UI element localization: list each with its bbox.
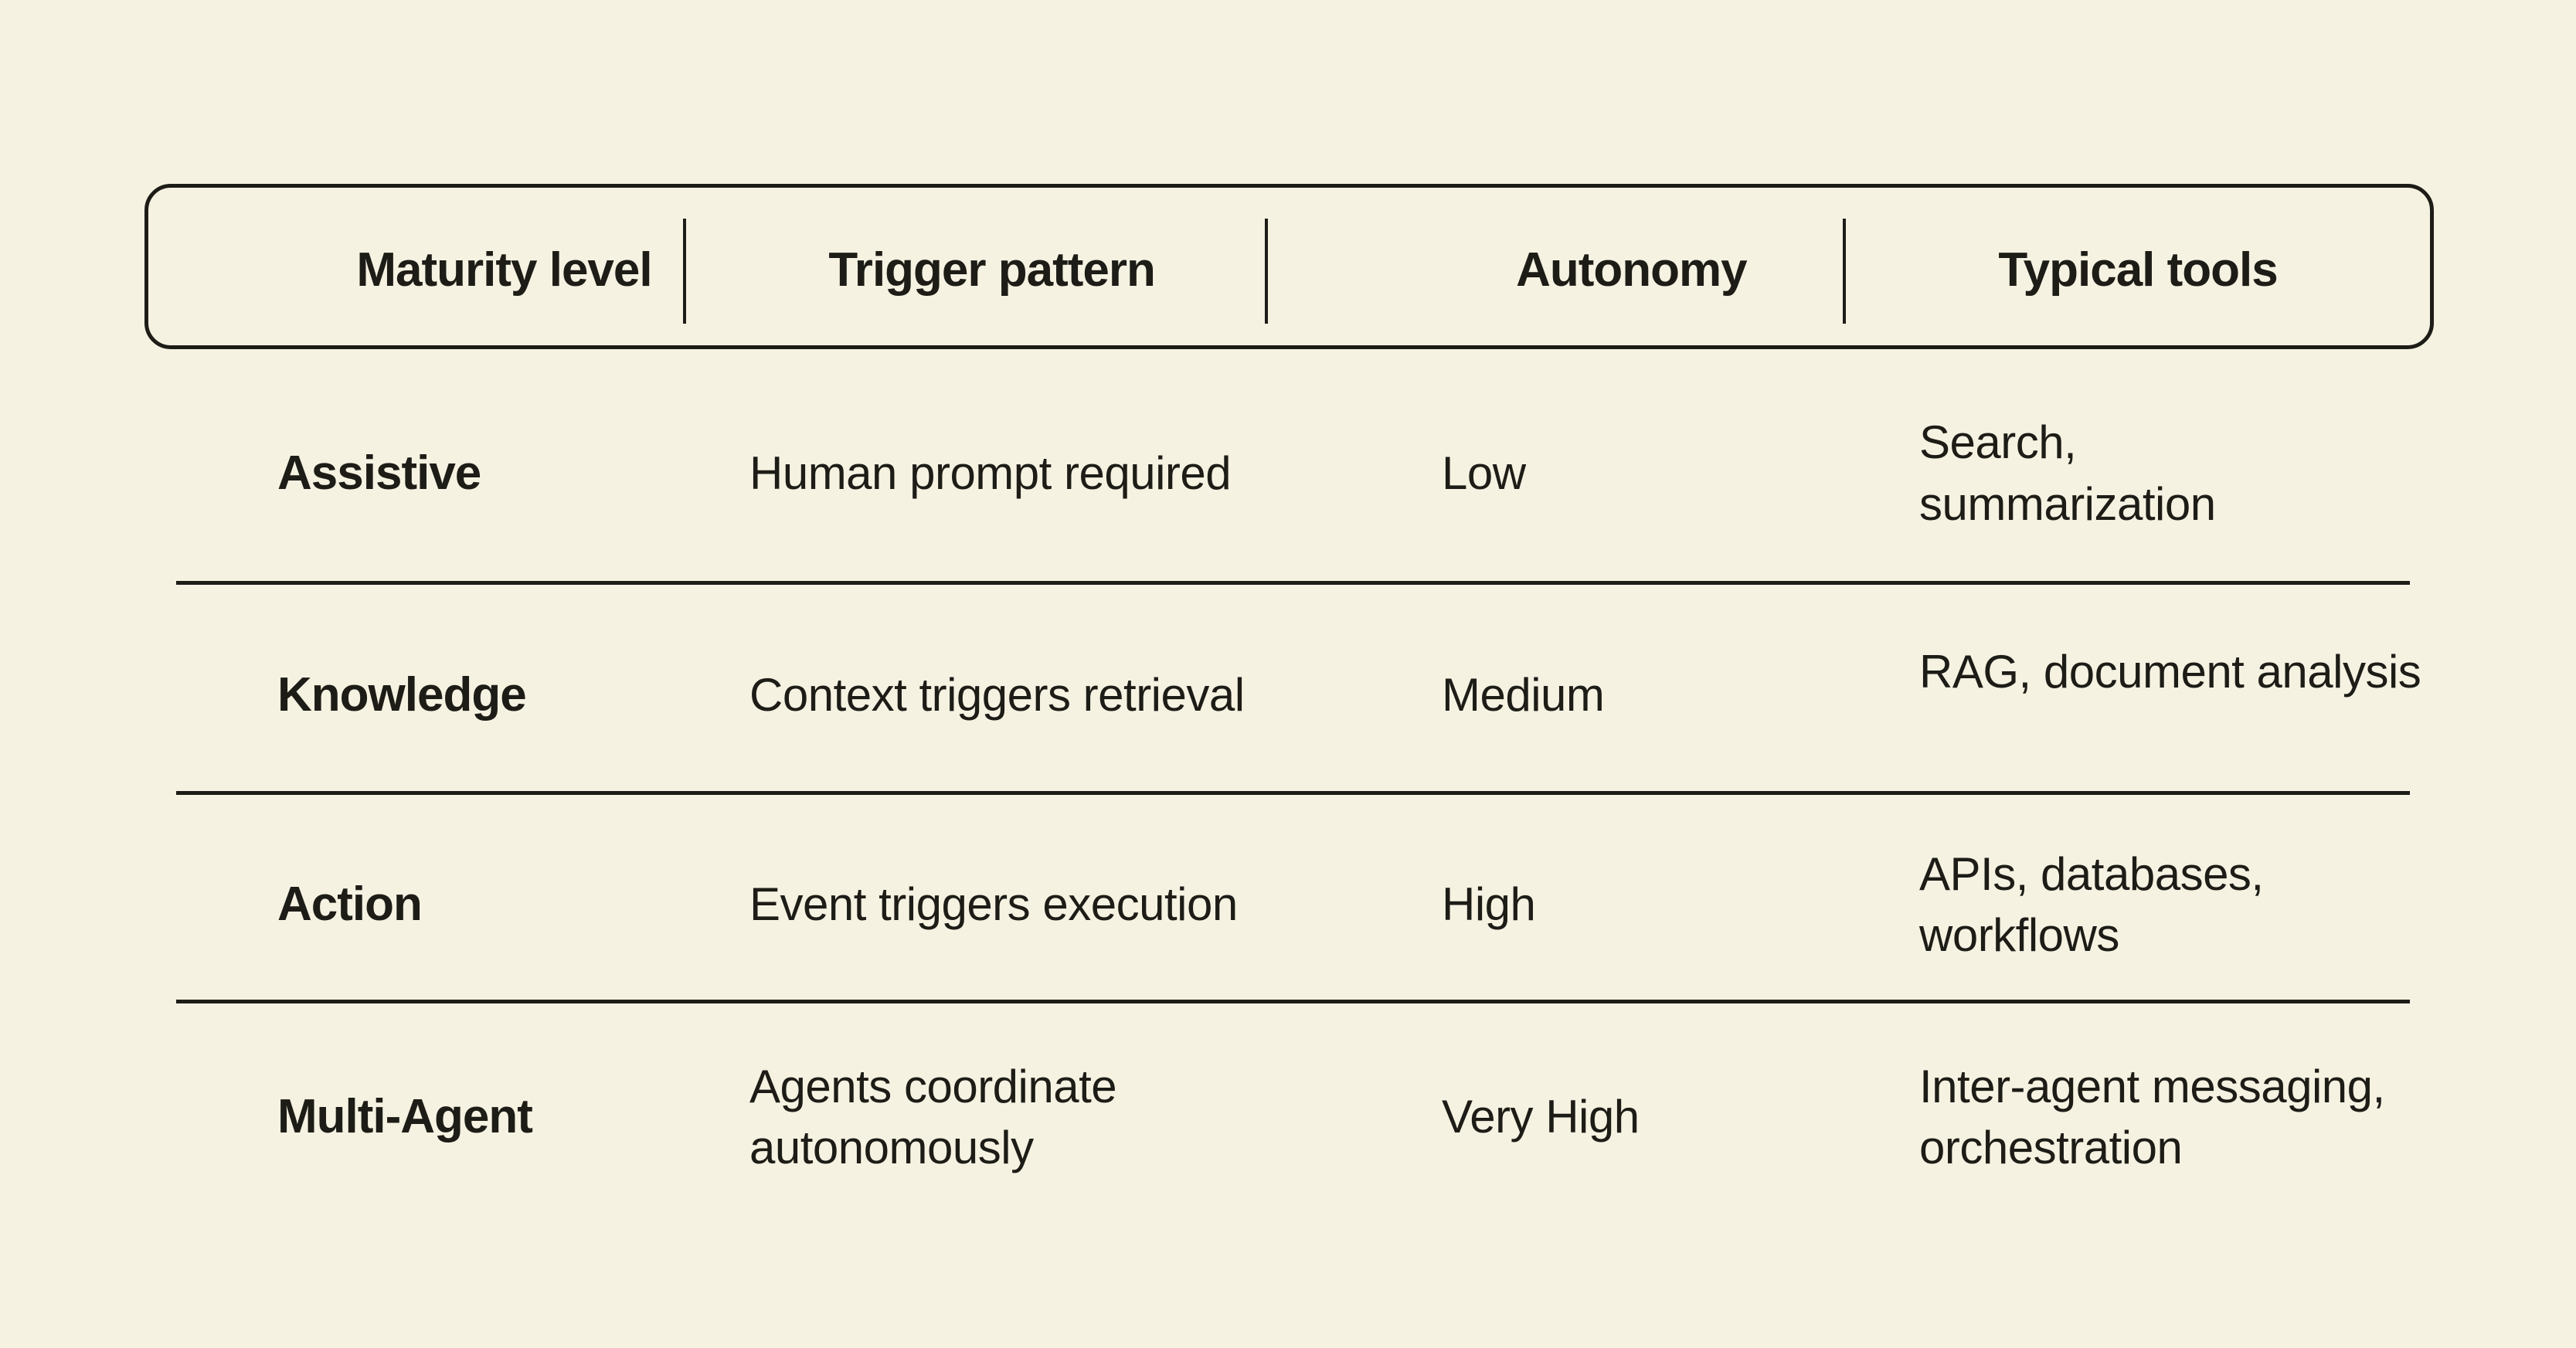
row-separator	[176, 581, 2410, 585]
cell-typical-tools: RAG, document analysis	[1919, 646, 2421, 698]
table-row-assistive: Assistive Human prompt required Low Sear…	[144, 349, 2434, 583]
cell-maturity-level: Action	[277, 878, 423, 932]
table-row-action: Action Event triggers execution High API…	[144, 793, 2434, 1002]
cell-autonomy: Very High	[1442, 1091, 1640, 1143]
row-separator	[176, 791, 2410, 795]
table-row-knowledge: Knowledge Context triggers retrieval Med…	[144, 583, 2434, 793]
header-column-divider	[683, 219, 686, 324]
cell-typical-tools: Inter-agent messaging, orchestration	[1919, 1060, 2385, 1173]
header-cell-typical-tools: Typical tools	[1844, 188, 2430, 352]
cell-autonomy: High	[1442, 878, 1536, 931]
header-cell-trigger-pattern: Trigger pattern	[685, 188, 1266, 352]
row-separator	[176, 1000, 2410, 1003]
cell-maturity-level: Knowledge	[277, 668, 527, 722]
header-label-maturity-level: Maturity level	[356, 243, 652, 297]
cell-trigger-pattern: Human prompt required	[749, 447, 1232, 499]
cell-autonomy: Low	[1442, 447, 1526, 499]
cell-trigger-pattern: Context triggers retrieval	[749, 669, 1245, 722]
cell-trigger-pattern: Event triggers execution	[749, 878, 1238, 931]
table-header-row: Maturity level Trigger pattern Autonomy …	[144, 184, 2434, 349]
header-column-divider	[1265, 219, 1268, 324]
cell-maturity-level: Multi-Agent	[277, 1090, 533, 1144]
header-label-autonomy: Autonomy	[1516, 243, 1748, 297]
cell-typical-tools: Search, summarization	[1919, 416, 2216, 530]
cell-typical-tools: APIs, databases, workflows	[1919, 847, 2264, 961]
header-column-divider	[1843, 219, 1846, 324]
header-label-typical-tools: Typical tools	[1998, 243, 2278, 297]
cell-maturity-level: Assistive	[277, 446, 481, 500]
cell-trigger-pattern: Agents coordinate autonomously	[749, 1060, 1117, 1173]
header-cell-autonomy: Autonomy	[1266, 188, 1844, 352]
cell-autonomy: Medium	[1442, 669, 1605, 722]
table-row-multi-agent: Multi-Agent Agents coordinate autonomous…	[144, 1002, 2434, 1218]
header-label-trigger-pattern: Trigger pattern	[828, 243, 1156, 297]
header-cell-maturity-level: Maturity level	[148, 188, 685, 352]
